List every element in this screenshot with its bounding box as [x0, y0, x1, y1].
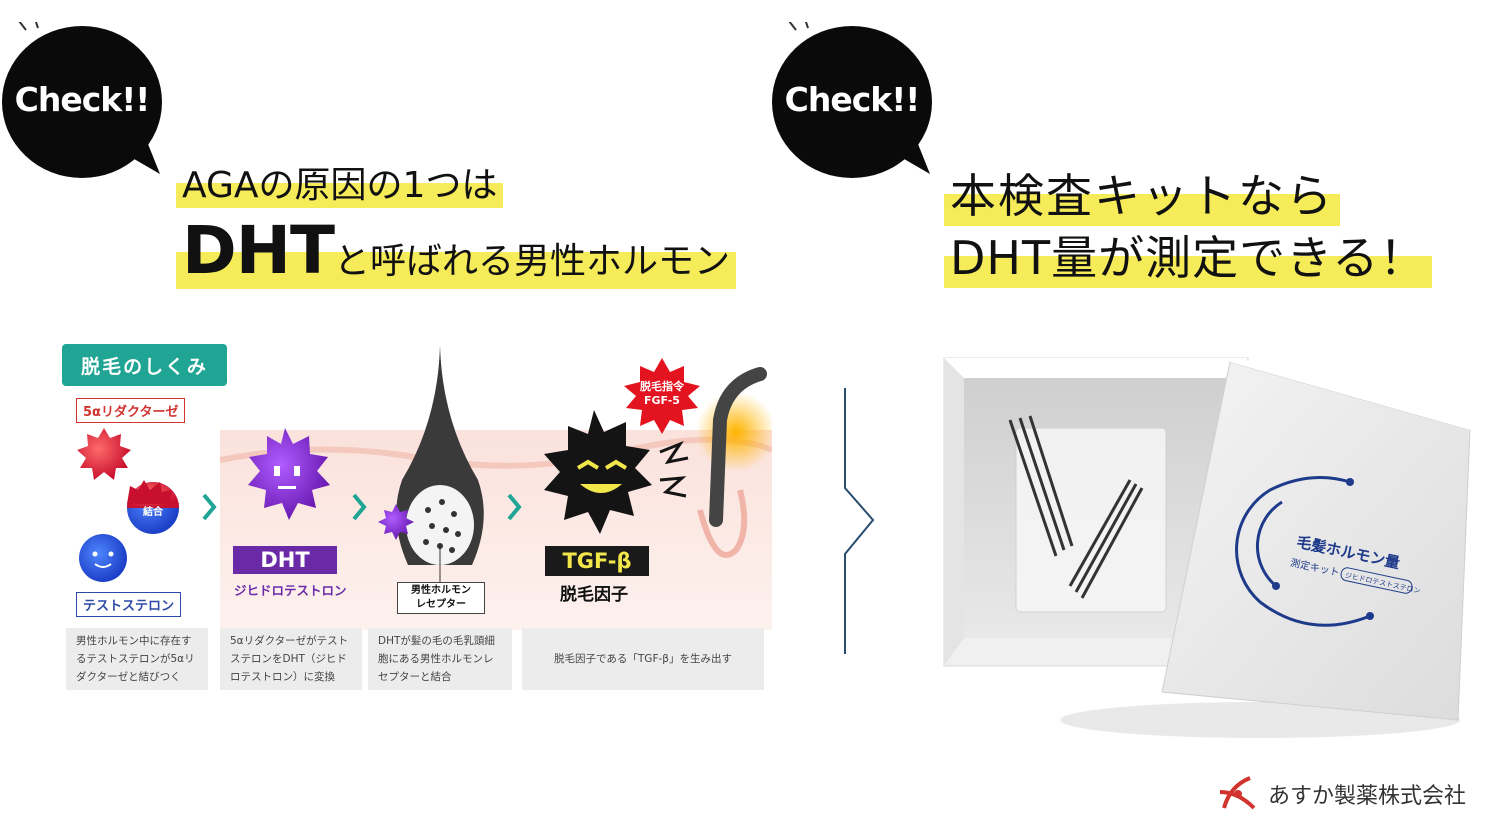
step-description-4: 脱毛因子である「TGF-β」を生み出す	[522, 628, 764, 690]
arrow-step-1	[202, 493, 217, 521]
signal-label-line1: 脱毛指令	[640, 380, 684, 393]
arrow-step-2	[352, 493, 367, 521]
receptor-label-line2: レセプター	[416, 599, 466, 610]
tgf-sublabel: 脱毛因子	[560, 585, 628, 605]
check-badge-left: Check!!	[2, 22, 162, 182]
dht-molecule	[248, 428, 330, 520]
brand-logo-icon	[1219, 776, 1256, 810]
box-lid: 毛髪ホルモン量 測定キット ジヒドロテストステロン	[1161, 360, 1478, 721]
check-badge-right: Check!!	[772, 22, 932, 182]
signal-label-line2: FGF-5	[644, 394, 680, 407]
signal-label: 脱毛指令 FGF-5	[626, 380, 698, 408]
hair-loss-diagram	[77, 345, 772, 630]
tgf-molecule	[544, 410, 689, 534]
check-text-right: Check!!	[784, 80, 921, 119]
tgf-label: TGF-β	[545, 546, 649, 576]
receptor-label-line1: 男性ホルモン	[411, 585, 471, 596]
headline-hormone: と呼ばれる男性ホルモン	[334, 241, 731, 282]
dht-label: DHT	[233, 546, 337, 574]
mechanism-title: 脱毛のしくみ	[62, 344, 227, 386]
hair-strand	[697, 367, 767, 558]
step-description-2: 5αリダクターゼがテストステロンをDHT（ジヒドロテストロン）に変換	[220, 628, 362, 690]
enzyme-tag: 5αリダクターゼ	[76, 398, 186, 423]
headline-left-line1: AGAの原因の1つは	[176, 156, 504, 208]
check-text-left: Check!!	[14, 80, 151, 119]
step-description-1: 男性ホルモン中に存在するテストステロンが5αリダクターゼと結びつく	[66, 628, 208, 690]
sample-bag	[1008, 415, 1167, 613]
testosterone-tag: テストステロン	[76, 592, 182, 617]
hair-follicle	[378, 345, 484, 585]
bind-label: 結合	[143, 507, 163, 518]
test-kit-box: 毛髪ホルモン量 測定キット ジヒドロテストステロン	[943, 357, 1478, 738]
dht-sublabel: ジヒドロテストロン	[234, 583, 347, 598]
brand: あすか製薬株式会社	[1216, 774, 1466, 814]
headline-dht: DHT	[182, 212, 335, 289]
brand-name: あすか製薬株式会社	[1268, 784, 1467, 809]
step-description-3: DHTが髪の毛の毛乳頭細胞にある男性ホルモンレセプターと結合	[368, 628, 512, 690]
headline-left-line2: DHTと呼ばれる男性ホルモン	[176, 212, 737, 289]
testosterone-ball	[79, 534, 127, 582]
headline-right-line2: DHT量が測定できる！	[944, 222, 1433, 288]
arrow-step-3	[507, 493, 522, 521]
enzyme-ball	[77, 428, 131, 480]
bound-ball	[127, 480, 180, 534]
signal-burst	[624, 358, 700, 434]
headline-right-line1: 本検査キットなら	[944, 160, 1340, 226]
chevron-divider-icon	[844, 388, 875, 654]
receptor-label: 男性ホルモン レセプター	[397, 582, 485, 614]
